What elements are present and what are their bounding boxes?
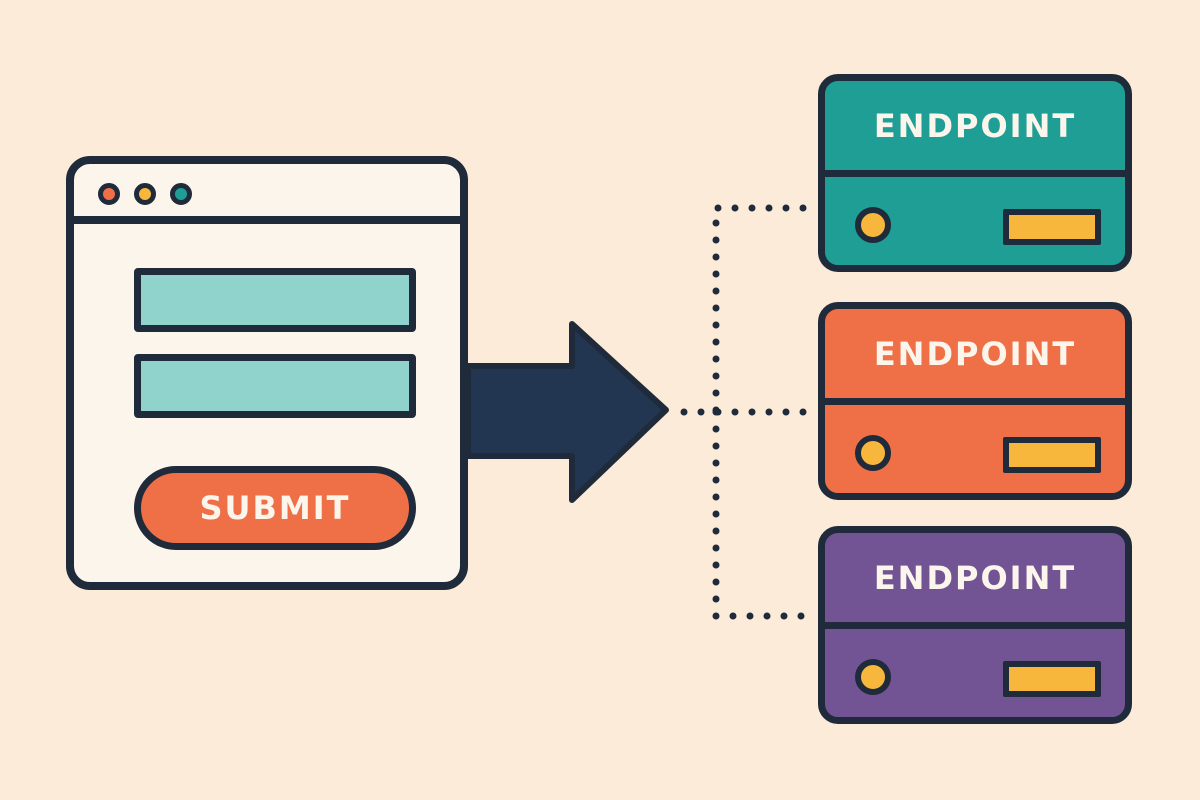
- server-slot-icon: [1003, 661, 1101, 697]
- endpoint-server-3: ENDPOINT: [818, 526, 1132, 724]
- browser-window: SUBMIT: [66, 156, 468, 590]
- form-field-2[interactable]: [134, 354, 416, 418]
- endpoint-server-2: ENDPOINT: [818, 302, 1132, 500]
- server-slot-icon: [1003, 437, 1101, 473]
- window-dot-yellow-icon: [134, 183, 156, 205]
- window-dot-teal-icon: [170, 183, 192, 205]
- connector-to-endpoint-1: [712, 204, 810, 414]
- server-slot-icon: [1003, 209, 1101, 245]
- server-led-icon: [855, 435, 891, 471]
- endpoint-label: ENDPOINT: [825, 81, 1125, 177]
- endpoint-label: ENDPOINT: [825, 533, 1125, 629]
- submit-button[interactable]: SUBMIT: [134, 466, 416, 550]
- window-dot-red-icon: [98, 183, 120, 205]
- endpoint-label: ENDPOINT: [825, 309, 1125, 405]
- server-led-icon: [855, 659, 891, 695]
- endpoint-server-1: ENDPOINT: [818, 74, 1132, 272]
- connector-to-endpoint-3: [712, 408, 810, 620]
- server-led-icon: [855, 207, 891, 243]
- window-titlebar: [74, 164, 460, 224]
- flow-arrow: [465, 321, 669, 503]
- dotted-connector-lines: [680, 204, 810, 620]
- form-field-1[interactable]: [134, 268, 416, 332]
